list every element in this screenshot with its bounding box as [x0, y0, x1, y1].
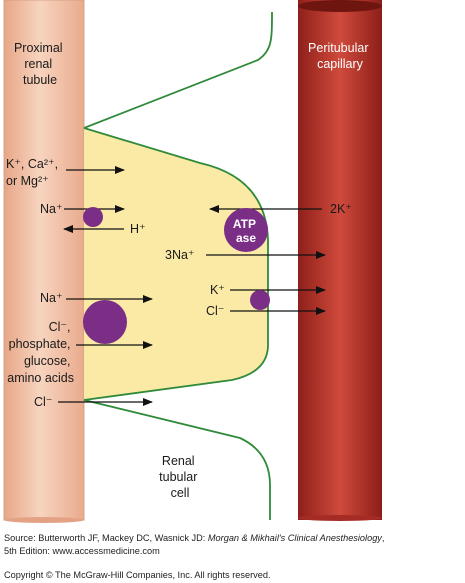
peritubular-capillary-label: Peritubular capillary: [308, 41, 372, 71]
cell-membrane-outline: [83, 127, 269, 401]
k-cl-cotransporter: [250, 290, 270, 310]
na-k-atpase: [224, 208, 268, 252]
renal-tubular-cell-label: Renal tubular cell: [159, 454, 201, 500]
peritubular-capillary: [298, 0, 382, 520]
h-label: H⁺: [130, 222, 146, 236]
adjacent-cell-top-outline: [83, 11, 273, 129]
copyright-line: Copyright © The McGraw-Hill Companies, I…: [4, 570, 271, 580]
na-h-exchanger: [83, 207, 103, 227]
cotransport-substrates-label: Cl⁻, phosphate, glucose, amino acids: [7, 320, 74, 385]
adjacent-cell-bottom-outline: [83, 399, 271, 520]
proximal-tubule: [3, 0, 85, 521]
capillary-opening: [298, 0, 382, 12]
three-na-label: 3Na⁺: [165, 248, 195, 262]
edition-line: 5th Edition: www.accessmedicine.com: [4, 546, 160, 556]
cl-bottom-label: Cl⁻: [34, 395, 52, 409]
cl-basolateral-label: Cl⁻: [206, 304, 224, 318]
k-basolateral-label: K⁺: [210, 283, 225, 297]
na-label-1: Na⁺: [40, 202, 63, 216]
na-label-2: Na⁺: [40, 291, 63, 305]
atpase-label: ATP ase: [233, 217, 259, 245]
two-k-label: 2K⁺: [330, 202, 352, 216]
proximal-tubule-label: Proximal renal tubule: [14, 41, 66, 87]
renal-tubular-cell: [84, 128, 268, 400]
k-ca-mg-label: K⁺, Ca²⁺, or Mg²⁺: [6, 157, 62, 188]
source-citation: Source: Butterworth JF, Mackey DC, Wasni…: [4, 533, 385, 543]
na-cotransporter: [83, 300, 127, 344]
